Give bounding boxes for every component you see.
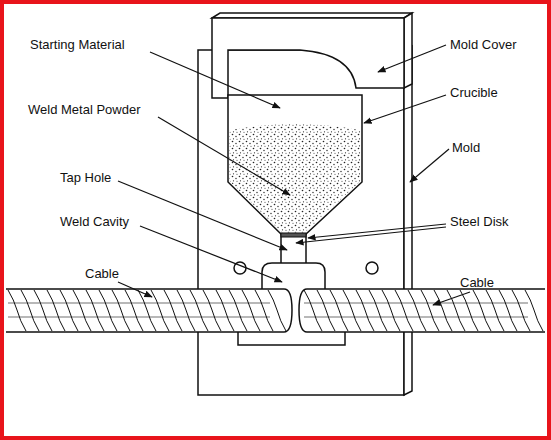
cable-strands <box>8 290 543 331</box>
part-label: Mold <box>452 140 480 155</box>
cable-strand <box>190 290 208 331</box>
weld-metal-powder <box>230 124 361 233</box>
cable-strand <box>356 290 374 331</box>
crucible <box>228 95 362 234</box>
cable-strand <box>8 290 26 331</box>
cable-strand <box>86 290 104 331</box>
cable-strand <box>447 290 465 331</box>
cable-strand <box>8 303 270 317</box>
cable-strand <box>304 303 528 317</box>
cable-strand <box>60 290 78 331</box>
cable-strand <box>125 290 143 331</box>
leader-line <box>308 224 446 238</box>
part-label: Steel Disk <box>450 214 509 229</box>
leader-lines <box>118 45 470 305</box>
cable-strand <box>304 290 322 331</box>
cable-strand <box>486 290 504 331</box>
cable-strand <box>395 290 413 331</box>
cable-strand <box>203 290 221 331</box>
cable-strand <box>460 290 478 331</box>
leader-line <box>150 52 280 108</box>
part-label: Tap Hole <box>60 170 111 185</box>
cable-strand <box>73 290 91 331</box>
cable-strand <box>21 290 39 331</box>
leader-line <box>364 95 446 123</box>
leader-line <box>158 117 290 195</box>
part-label: Mold Cover <box>450 37 516 52</box>
leader-line <box>118 282 152 297</box>
part-label: Weld Metal Powder <box>28 102 140 117</box>
cable-strand <box>164 290 182 331</box>
cable-strand <box>473 290 491 331</box>
cable-strand <box>177 290 195 331</box>
cable-strand <box>47 290 65 331</box>
leader-line <box>140 226 282 282</box>
cable-strand <box>317 290 335 331</box>
cable-strand <box>216 290 234 331</box>
cable-strand <box>421 290 439 331</box>
cable-strand <box>34 290 52 331</box>
cable-strand <box>330 290 348 331</box>
cable-strand <box>242 290 260 331</box>
cable-strand <box>382 290 400 331</box>
leader-line <box>378 45 446 72</box>
pin-hole <box>366 262 378 274</box>
part-label: Starting Material <box>30 37 125 52</box>
cable-strand <box>434 290 452 331</box>
cable-strand <box>138 290 156 331</box>
cables <box>6 289 545 332</box>
cable-strand <box>99 290 117 331</box>
cable-strand <box>229 290 247 331</box>
part-label: Weld Cavity <box>60 214 129 229</box>
leader-line <box>433 292 470 305</box>
cable-strand <box>512 290 530 331</box>
cable-strand <box>112 290 130 331</box>
cable-strand <box>369 290 387 331</box>
part-label: Cable <box>85 266 119 281</box>
mold-cover <box>212 13 412 98</box>
leader-line <box>118 181 287 250</box>
cable-strand <box>499 290 517 331</box>
cable-strand <box>268 290 286 331</box>
leader-line <box>410 149 449 182</box>
steel-disk <box>281 233 306 237</box>
cable-strand <box>408 290 426 331</box>
cable-strand <box>525 290 543 331</box>
part-label: Cable <box>460 275 494 290</box>
part-label: Crucible <box>450 85 498 100</box>
cable-strand <box>255 290 273 331</box>
mold-body <box>198 46 412 395</box>
cable-strand <box>151 290 169 331</box>
cable <box>299 289 545 332</box>
leader-line <box>296 227 446 243</box>
cable-strand <box>343 290 361 331</box>
